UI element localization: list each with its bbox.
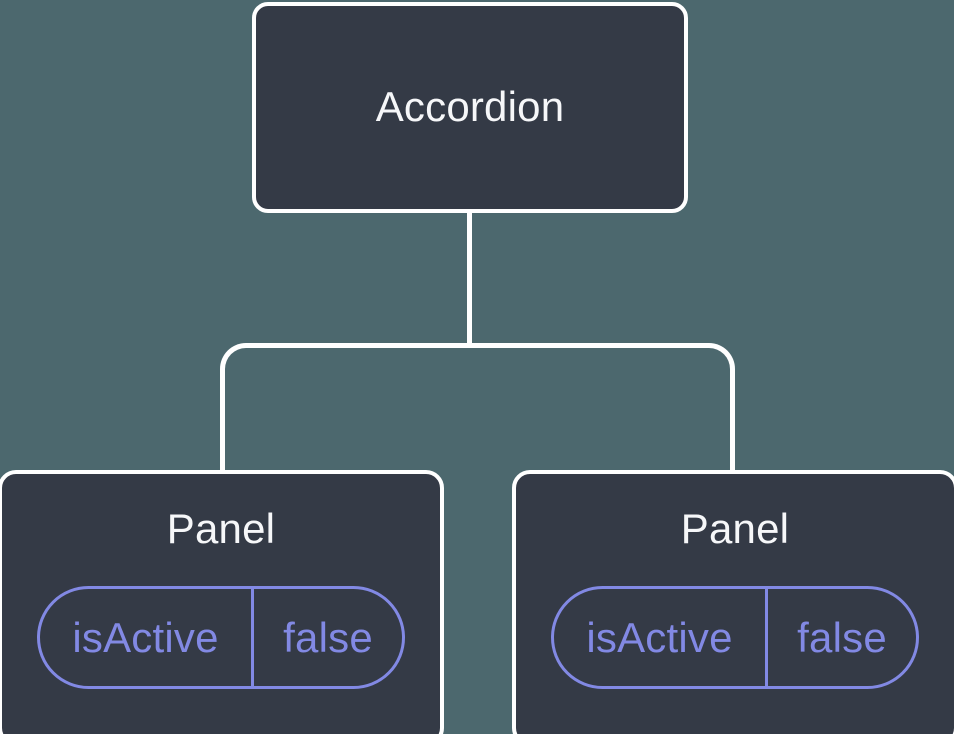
state-prop-name: isActive bbox=[72, 613, 219, 661]
state-prop-value: false bbox=[797, 613, 887, 661]
state-pill: isActive false bbox=[551, 586, 919, 690]
panel-node-label: Panel bbox=[166, 505, 276, 552]
connector-trunk-line bbox=[467, 211, 472, 347]
connector-branch-bracket bbox=[220, 343, 735, 470]
state-pill-divider bbox=[765, 589, 769, 687]
state-prop-value: false bbox=[283, 613, 373, 661]
panel-node-right: Panel isActive false bbox=[512, 470, 954, 734]
panel-node-left: Panel isActive false bbox=[0, 470, 444, 734]
root-node-label: Accordion bbox=[375, 83, 565, 131]
root-node-accordion: Accordion bbox=[252, 2, 688, 213]
panel-node-label: Panel bbox=[680, 505, 790, 552]
state-pill-divider bbox=[251, 589, 255, 687]
state-prop-name: isActive bbox=[586, 613, 733, 661]
state-pill: isActive false bbox=[37, 586, 405, 690]
